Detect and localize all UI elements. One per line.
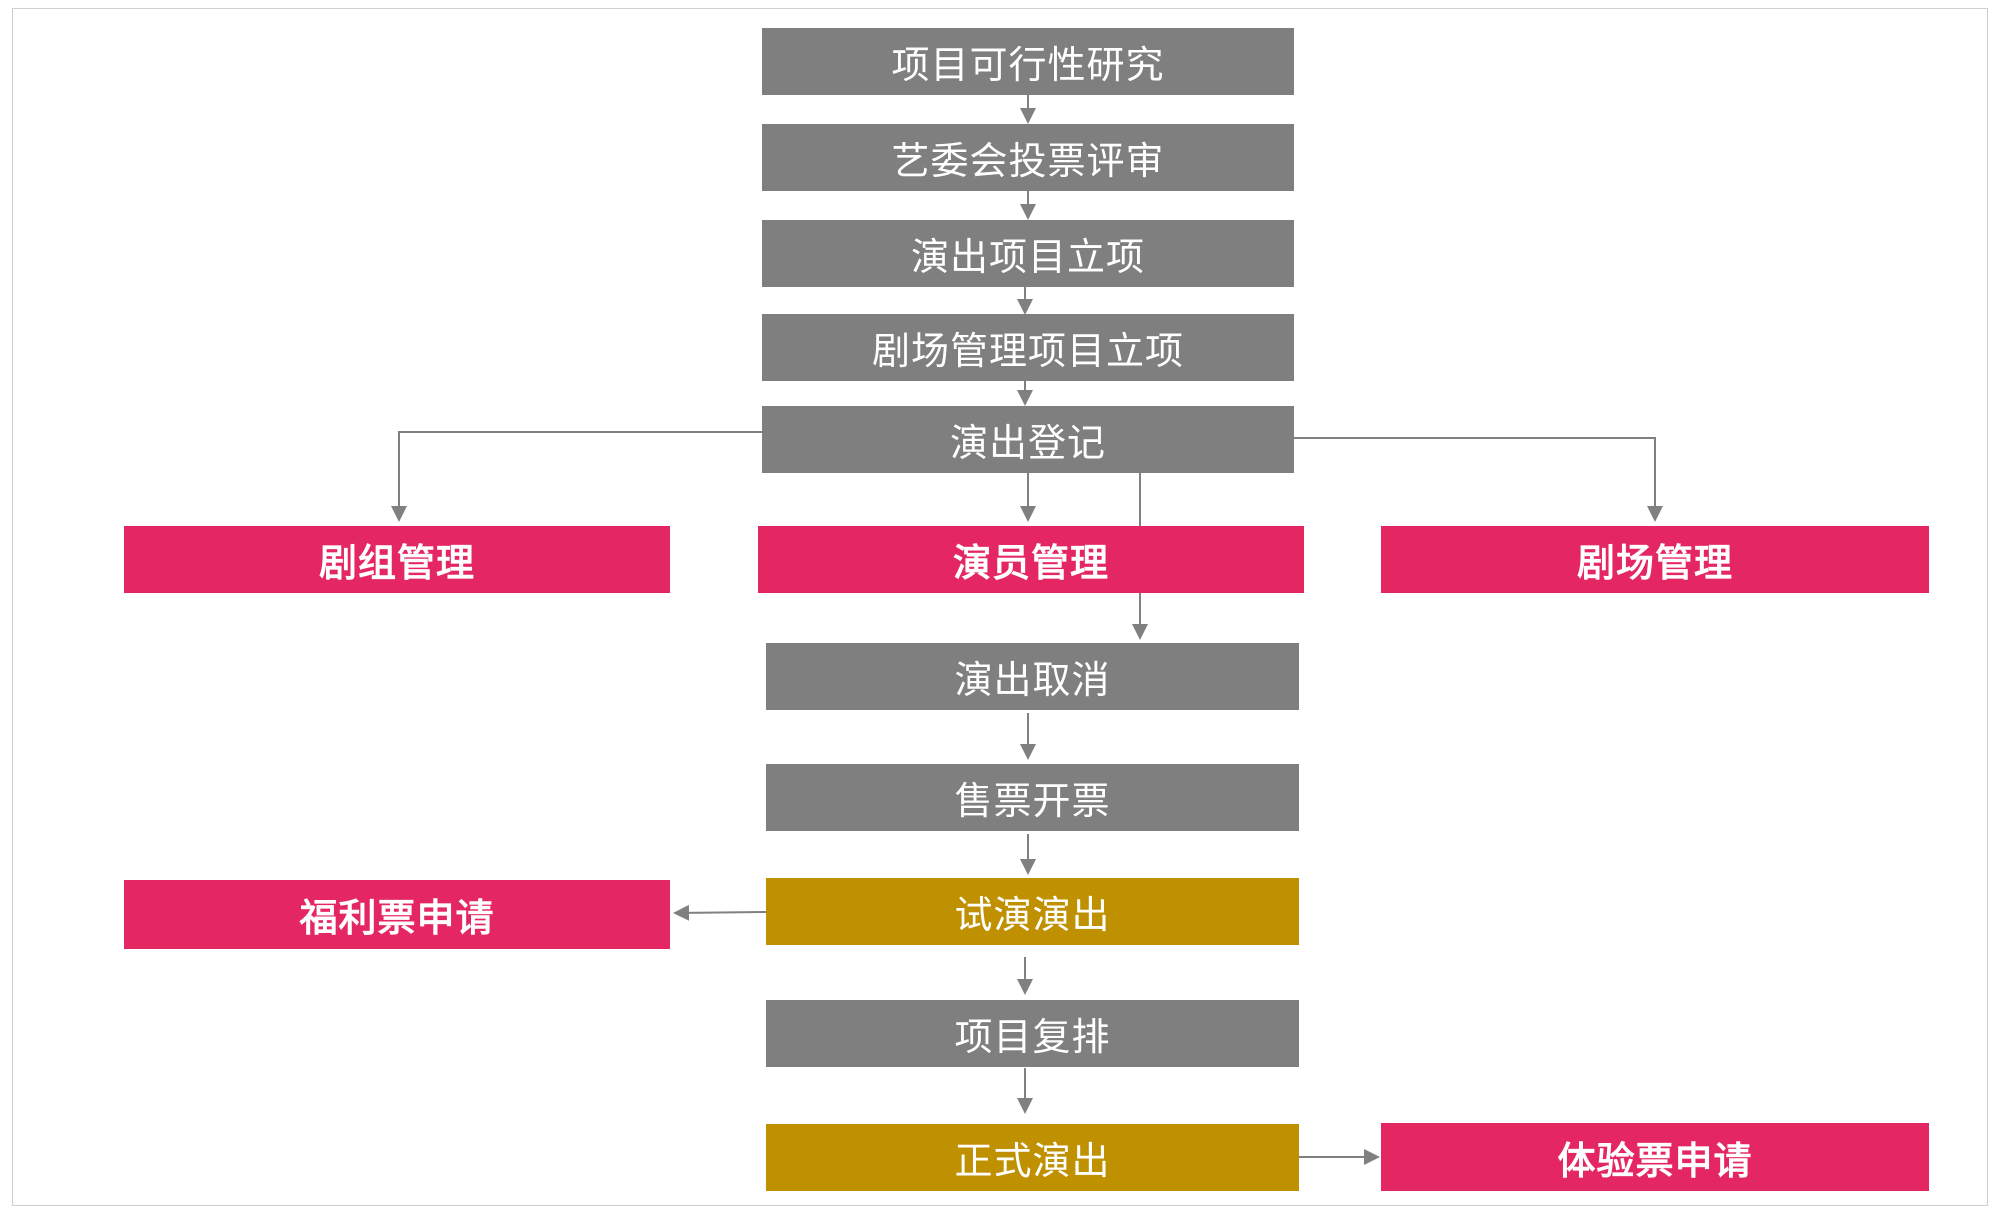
step-feasibility-study: 项目可行性研究 — [762, 28, 1294, 95]
arrow-preview-to-welfare — [673, 904, 767, 921]
step-theater-project-setup: 剧场管理项目立项 — [762, 314, 1294, 381]
step-official-performance: 正式演出 — [766, 1124, 1299, 1191]
module-welfare-ticket-application: 福利票申请 — [124, 880, 670, 949]
module-crew-management: 剧组管理 — [124, 526, 670, 593]
step-ticket-sales: 售票开票 — [766, 764, 1299, 831]
step-art-committee-review: 艺委会投票评审 — [762, 124, 1294, 191]
arrow-registration-to-crew — [391, 431, 762, 522]
module-actor-management: 演员管理 — [758, 526, 1304, 593]
step-project-rearrange: 项目复排 — [766, 1000, 1299, 1067]
step-project-setup: 演出项目立项 — [762, 220, 1294, 287]
arrow-registration-to-theater — [1294, 437, 1663, 522]
module-experience-ticket-application: 体验票申请 — [1381, 1123, 1929, 1191]
module-theater-management: 剧场管理 — [1381, 526, 1929, 593]
step-preview-performance: 试演演出 — [766, 878, 1299, 945]
step-performance-cancel: 演出取消 — [766, 643, 1299, 710]
step-performance-registration: 演出登记 — [762, 406, 1294, 473]
